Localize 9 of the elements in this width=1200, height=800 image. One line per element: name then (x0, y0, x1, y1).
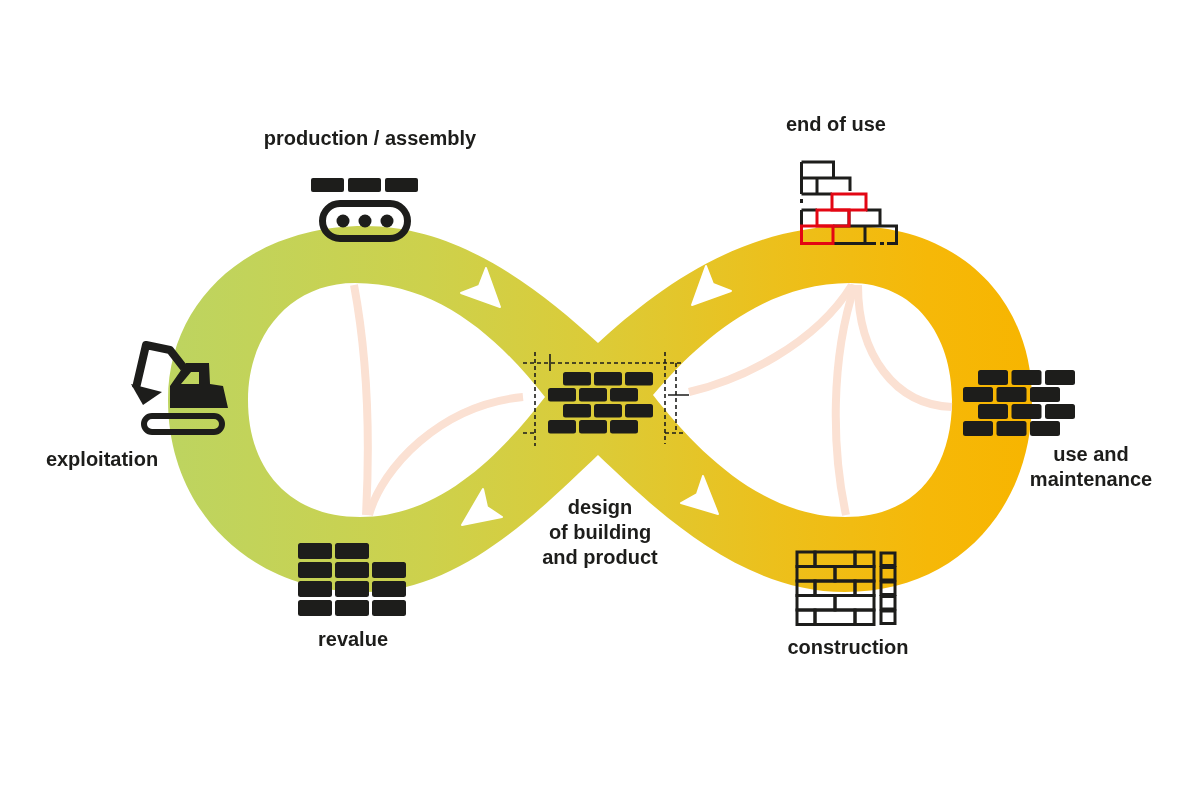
connector-line (854, 284, 953, 411)
connector-line (350, 284, 372, 516)
stage-label: production / assembly (262, 126, 478, 151)
stage-label: revalue (316, 627, 390, 652)
stage-label: construction (786, 635, 910, 660)
stage-label: use and maintenance (1028, 442, 1154, 492)
stage-label: exploitation (44, 447, 160, 472)
stage-label: design of building and product (541, 495, 659, 570)
stage-label: end of use (785, 112, 887, 137)
